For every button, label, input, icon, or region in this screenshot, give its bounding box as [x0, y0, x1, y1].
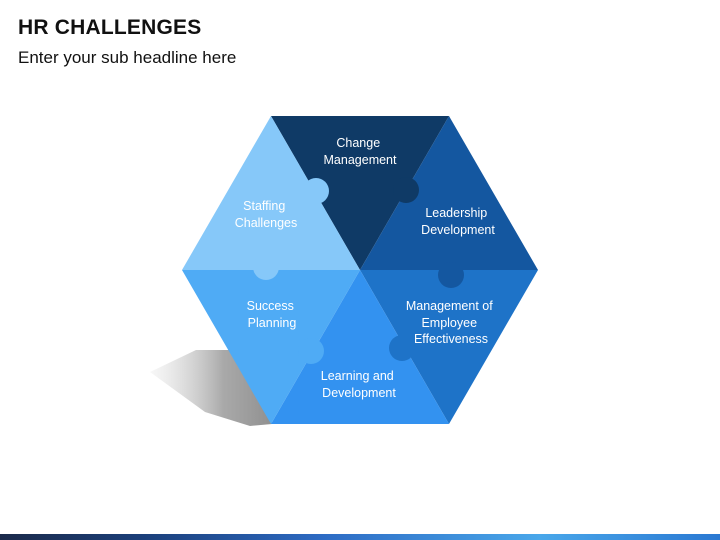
puzzle-knob-change-leadership [393, 177, 419, 203]
puzzle-knob-success-learning [298, 338, 324, 364]
segment-management-effectiveness[interactable] [360, 270, 538, 424]
segment-leadership-development[interactable] [360, 116, 538, 270]
segment-success-planning[interactable] [182, 270, 360, 424]
puzzle-knob-staffing-success [253, 254, 279, 280]
label-success-planning: Success Planning [247, 299, 298, 330]
segment-learning-development[interactable] [271, 270, 449, 424]
segment-change-management[interactable] [271, 116, 449, 270]
puzzle-knob-leadership-management [438, 262, 464, 288]
label-change-management: Change Management [324, 136, 397, 167]
label-management-effectiveness: Management of Employee Effectiveness [406, 299, 496, 346]
footer-gradient-bar [0, 534, 720, 540]
label-learning-development: Learning and Development [321, 369, 397, 400]
segment-staffing-challenges[interactable] [182, 116, 360, 270]
puzzle-knob-management-learning [389, 335, 415, 361]
slide-title: HR CHALLENGES [18, 16, 202, 39]
slide-subtitle: Enter your sub headline here [18, 48, 237, 67]
label-staffing-challenges: Staffing Challenges [235, 199, 298, 230]
label-leadership-development: Leadership Development [421, 206, 495, 237]
puzzle-knob-staffing-change [303, 178, 329, 204]
